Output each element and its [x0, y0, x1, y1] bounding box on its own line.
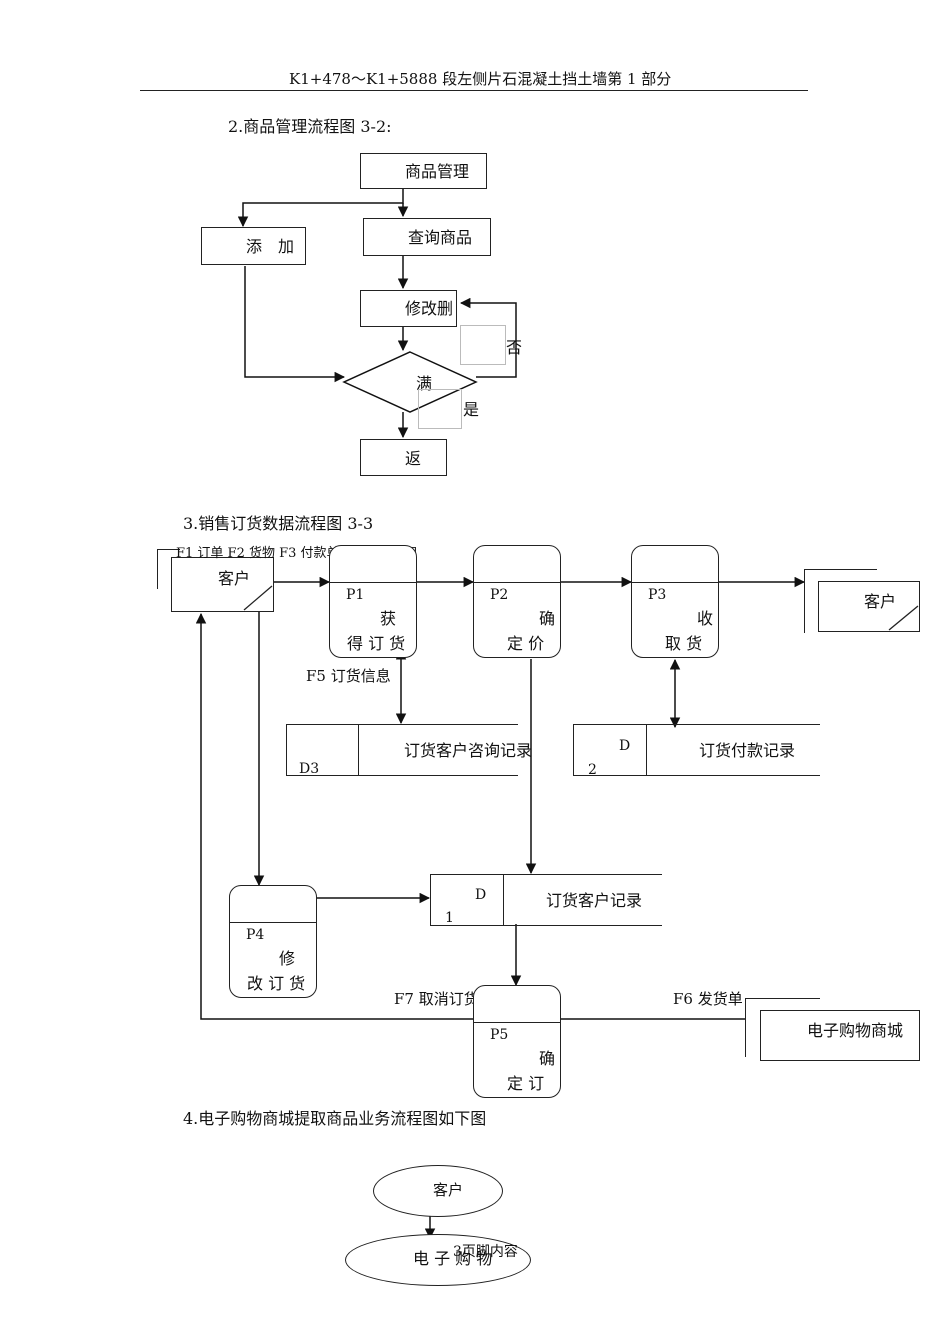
datastore-d3: D3 订货客户咨询记录 — [286, 724, 532, 777]
p4-divider — [230, 922, 316, 923]
p2-divider — [474, 582, 560, 583]
p1-id: P1 — [346, 587, 365, 603]
p5-id: P5 — [490, 1027, 509, 1043]
page-header-title: K1+478～K1+5888 段左侧片石混凝土挡土墙第 1 部分 — [289, 70, 672, 88]
d1-id-a: D — [475, 887, 487, 903]
d3-divider — [358, 725, 359, 775]
decision-diamond — [342, 351, 478, 413]
node-modify: 修改删 — [360, 290, 457, 327]
customer-right-corner-mark — [888, 605, 919, 631]
arrow-return-to-customer — [195, 612, 745, 1020]
node-manage-label: 商品管理 — [405, 162, 470, 181]
p4-id: P4 — [246, 927, 265, 943]
node-add-label: 添 加 — [246, 237, 295, 256]
customer-ellipse: 客户 — [373, 1165, 503, 1217]
node-back-label: 返 — [405, 449, 422, 468]
customer-entity: 客户 — [171, 557, 274, 612]
p2-id: P2 — [490, 587, 509, 603]
p2-line2: 定 价 — [507, 634, 545, 653]
section2-heading: 2.商品管理流程图 3-2: — [228, 117, 392, 136]
p2-line1: 确 — [539, 609, 556, 628]
p3-id: P3 — [648, 587, 667, 603]
header-rule — [140, 90, 808, 91]
datastore-d1: D 1 订货客户记录 — [430, 874, 662, 926]
decision-label: 满 — [416, 374, 433, 393]
node-modify-label: 修改删 — [405, 299, 454, 318]
customer-right-label: 客户 — [864, 592, 897, 611]
flow-f7: F7 取消订货单 — [394, 990, 494, 1008]
section4-heading: 4.电子购物商城提取商品业务流程图如下图 — [183, 1109, 487, 1128]
mall-entity: 电子购物商城 — [760, 1010, 920, 1061]
arrow-manage-to-add — [237, 189, 404, 228]
customer-right-entity: 客户 — [818, 581, 920, 632]
p5-line2: 定 订 — [507, 1074, 545, 1093]
process-p2: P2 确 定 价 — [473, 545, 561, 658]
p1-line2: 得 订 货 — [347, 634, 406, 653]
d3-name: 订货客户咨询记录 — [404, 741, 533, 760]
node-query: 查询商品 — [363, 218, 491, 256]
node-query-label: 查询商品 — [408, 228, 473, 247]
placeholder-box-yes — [418, 389, 462, 429]
p1-line1: 获 — [380, 609, 397, 628]
p1-divider — [330, 582, 416, 583]
d1-id-b: 1 — [445, 910, 454, 926]
arrow-add-to-decision — [244, 266, 346, 383]
node-manage: 商品管理 — [360, 153, 487, 189]
section3-heading: 3.销售订货数据流程图 3-3 — [183, 514, 374, 533]
mall-ellipse: 电 子 购 物 — [345, 1234, 531, 1286]
node-add: 添 加 — [201, 227, 306, 265]
p3-line2: 取 货 — [665, 634, 703, 653]
process-p5: P5 确 定 订 — [473, 985, 561, 1098]
customer-entity-shadow — [157, 549, 180, 589]
page-footer: 3页脚内容 — [453, 1244, 518, 1260]
datastore-d2: D 2 订货付款记录 — [573, 724, 820, 778]
p5-line1: 确 — [539, 1049, 556, 1068]
p3-line1: 收 — [697, 609, 714, 628]
customer-corner-mark — [243, 585, 273, 611]
mall-ellipse-label: 电 子 购 物 — [413, 1249, 493, 1268]
label-no: 否 — [506, 338, 523, 357]
process-p3: P3 收 取 货 — [631, 545, 719, 658]
p3-divider — [632, 582, 718, 583]
process-p1: P1 获 得 订 货 — [329, 545, 417, 658]
p4-line2: 改 订 货 — [247, 974, 306, 993]
arrow-no-loop — [459, 297, 517, 378]
flow-f5: F5 订货信息 — [306, 667, 391, 685]
mall-entity-shadow — [745, 998, 820, 1057]
d2-name: 订货付款记录 — [699, 741, 796, 760]
d2-id-a: D — [619, 738, 631, 754]
p4-line1: 修 — [279, 949, 296, 968]
d1-divider — [503, 875, 504, 925]
d1-name: 订货客户记录 — [546, 891, 643, 910]
p5-divider — [474, 1022, 560, 1023]
customer-right-shadow — [804, 569, 877, 633]
mall-label: 电子购物商城 — [807, 1021, 904, 1040]
flow-f6: F6 发货单 — [673, 990, 743, 1008]
d3-id: D3 — [299, 761, 320, 777]
placeholder-box-no — [460, 325, 506, 365]
d2-id-b: 2 — [588, 762, 597, 778]
customer-ellipse-label: 客户 — [433, 1181, 464, 1199]
d2-divider — [646, 725, 647, 775]
customer-label: 客户 — [218, 569, 251, 588]
label-yes: 是 — [463, 400, 480, 419]
node-back: 返 — [360, 439, 447, 476]
process-p4: P4 修 改 订 货 — [229, 885, 317, 998]
